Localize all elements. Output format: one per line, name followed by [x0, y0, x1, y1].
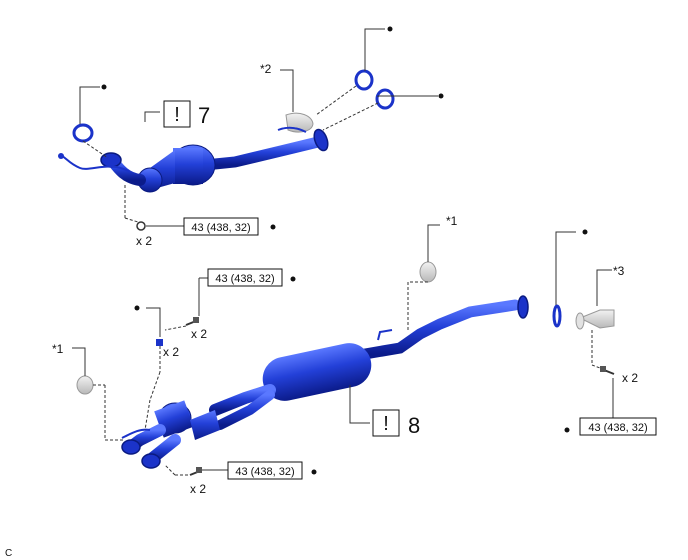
part-number-7: 7: [198, 103, 210, 128]
caution-box-8: [372, 409, 400, 437]
gasket-lower-right: [375, 88, 395, 110]
tail-pipe-gray: [575, 309, 615, 330]
part-8-callout: ! 8: [372, 409, 420, 438]
note-label-1-upper: *1: [446, 214, 458, 228]
bullet-dot: [582, 229, 588, 235]
quantity-label-3: x 2: [163, 345, 179, 359]
torque-value-1: 43 (438, 32): [191, 222, 250, 234]
gasket-rear: [552, 304, 562, 328]
gasket-front: [72, 123, 94, 143]
insulator-upper-gray: [419, 261, 437, 283]
note-label-3: *3: [613, 264, 625, 278]
quantity-label-1: x 2: [136, 234, 152, 248]
bullet-dot: [387, 26, 393, 32]
bullet-dot: [438, 93, 444, 99]
bolt-right: [600, 366, 615, 375]
caution-symbol-7: !: [174, 104, 180, 126]
bullet-dot: [101, 84, 107, 90]
part-7-callout: ! 7: [163, 100, 210, 128]
quantity-label-2: x 2: [191, 327, 207, 341]
torque-box-1: 43 (438, 32): [183, 217, 259, 236]
note-label-2: *2: [260, 62, 272, 76]
torque-value-4: 43 (438, 32): [588, 422, 647, 434]
main-exhaust-pipe: [121, 295, 529, 469]
bullet-dot: [290, 276, 296, 282]
bullet-dot: [311, 469, 317, 475]
note-label-1-left: *1: [52, 342, 64, 356]
bullet-dots: [101, 26, 588, 475]
bolt-lower-left: [189, 467, 202, 476]
front-exhaust-pipe: [58, 128, 329, 193]
leader-lines-lower: [72, 224, 614, 476]
nut-upper: [136, 221, 146, 231]
caution-symbol-8: !: [383, 413, 389, 435]
gasket-upper-right: [354, 69, 374, 91]
torque-box-3: 43 (438, 32): [227, 461, 303, 480]
caution-box-7: [163, 100, 191, 128]
leader-lines-upper: [79, 28, 438, 227]
corner-code: C: [5, 548, 12, 559]
quantity-label-5: x 2: [622, 371, 638, 385]
bolt-upper-middle: [185, 317, 199, 326]
torque-box-2: 43 (438, 32): [207, 268, 283, 287]
part-number-8: 8: [408, 413, 420, 438]
bullet-dot: [134, 305, 140, 311]
torque-value-2: 43 (438, 32): [215, 273, 274, 285]
bullet-dot: [270, 224, 276, 230]
torque-value-3: 43 (438, 32): [235, 466, 294, 478]
quantity-label-4: x 2: [190, 482, 206, 496]
insulator-left-gray: [76, 375, 94, 395]
nut-lower-middle: [156, 339, 163, 346]
torque-box-4: 43 (438, 32): [579, 417, 657, 436]
heat-insulator-gray: [277, 112, 314, 133]
bullet-dot: [564, 427, 570, 433]
